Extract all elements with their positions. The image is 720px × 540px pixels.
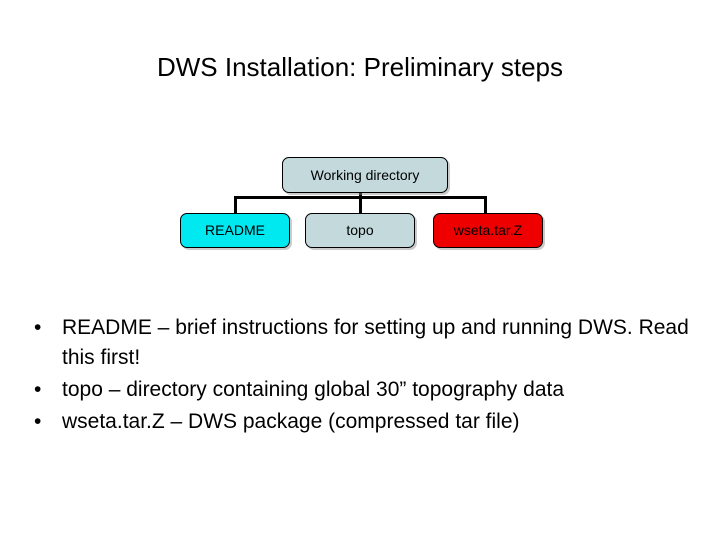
list-item: • wseta.tar.Z – DWS package (compressed … (30, 407, 690, 437)
list-item-text: README – brief instructions for setting … (62, 316, 689, 369)
bullet-list: • README – brief instructions for settin… (30, 313, 690, 439)
connector-drop-readme (234, 196, 237, 213)
diagram-node-working-directory: Working directory (282, 157, 448, 193)
bullet-marker-icon: • (34, 378, 42, 401)
connector-drop-wseta (484, 196, 487, 213)
list-item-text: wseta.tar.Z – DWS package (compressed ta… (62, 410, 520, 433)
list-item-text: topo – directory containing global 30” t… (62, 378, 565, 401)
page-title: DWS Installation: Preliminary steps (156, 52, 564, 82)
list-item: • topo – directory containing global 30”… (30, 375, 690, 405)
diagram-node-topo: topo (305, 213, 415, 248)
list-item: • README – brief instructions for settin… (30, 313, 690, 373)
diagram-node-wseta: wseta.tar.Z (433, 213, 543, 248)
bullet-marker-icon: • (34, 410, 42, 433)
bullet-marker-icon: • (34, 316, 42, 339)
directory-structure-diagram: Working directory README topo wseta.tar.… (0, 150, 720, 260)
diagram-node-readme: README (180, 213, 290, 248)
connector-drop-topo (359, 196, 362, 213)
